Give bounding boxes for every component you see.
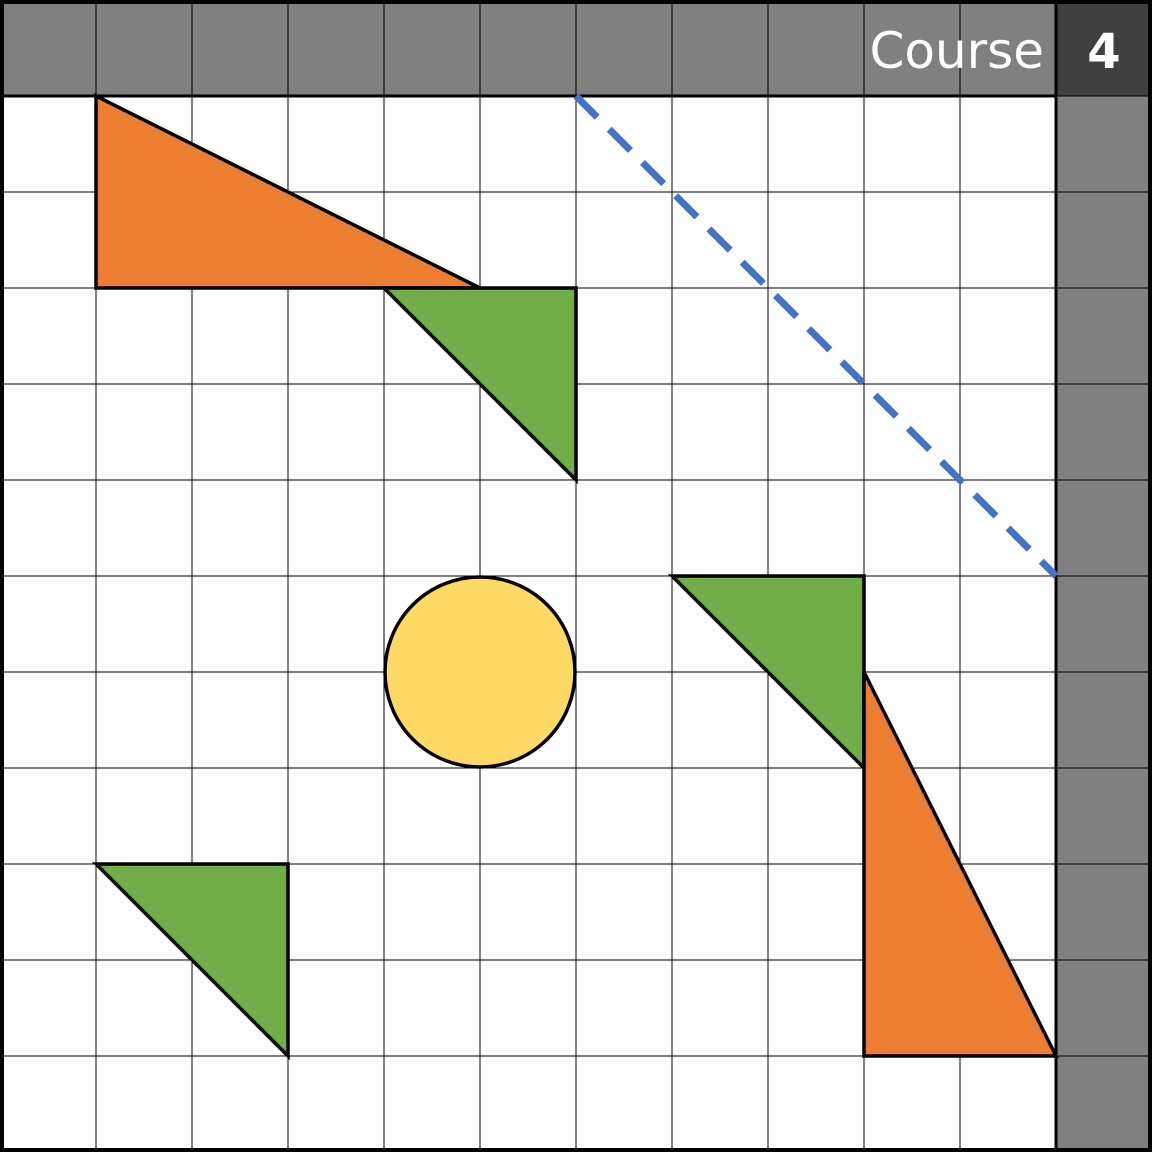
orange-triangle-top-left[interactable] bbox=[94, 93, 481, 290]
right-frame-bar bbox=[1056, 96, 1152, 1152]
course-number: 4 bbox=[1087, 24, 1120, 80]
yellow-ball[interactable] bbox=[383, 575, 577, 769]
orange-triangle-bottom-right[interactable] bbox=[862, 671, 1059, 1058]
dashed-trajectory-line bbox=[573, 93, 1059, 579]
trajectory-layer bbox=[573, 93, 1059, 579]
top-frame-bar bbox=[0, 0, 1056, 96]
course-number-box bbox=[1056, 0, 1152, 96]
ball-layer bbox=[383, 575, 577, 769]
pieces-layer bbox=[91, 93, 1059, 1061]
green-triangle-top-middle[interactable] bbox=[379, 286, 578, 485]
green-triangle-bottom-left[interactable] bbox=[91, 862, 290, 1061]
course-label: Course bbox=[869, 22, 1044, 80]
